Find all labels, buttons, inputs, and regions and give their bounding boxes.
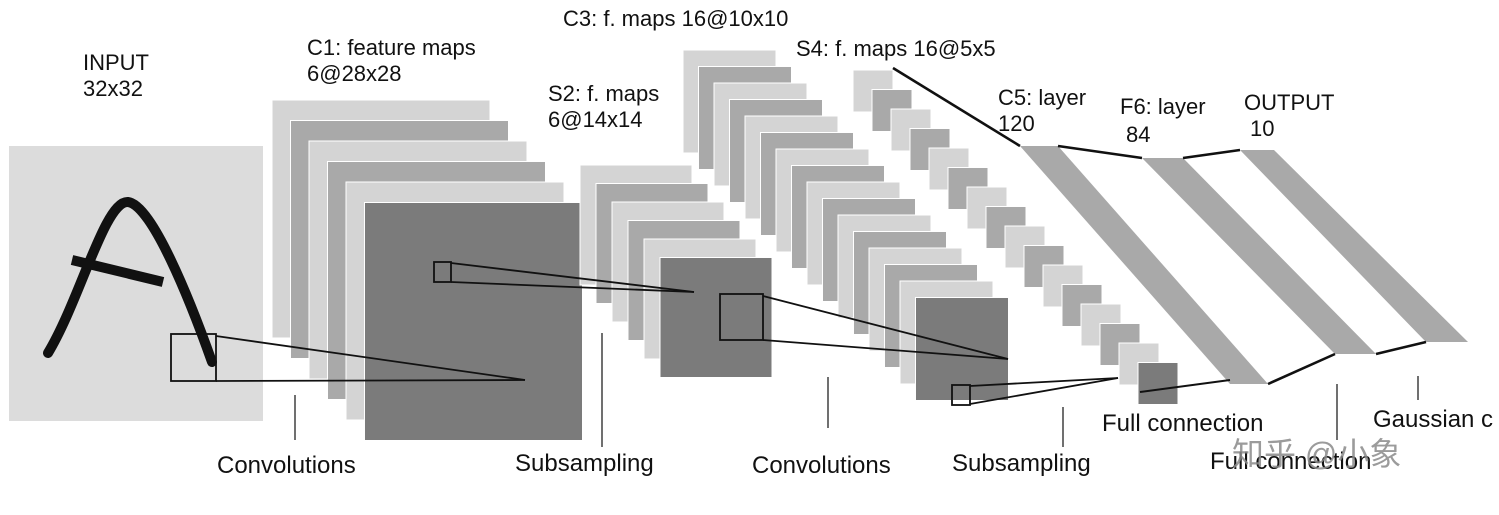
op-full-connection-1: Full connection bbox=[1102, 410, 1264, 437]
c5-title: C5: layer bbox=[998, 85, 1087, 110]
op-gaussian: Gaussian c bbox=[1373, 406, 1494, 433]
op-convolutions-1: Convolutions bbox=[217, 452, 356, 479]
sub2-line-bottom bbox=[969, 377, 1119, 405]
s2-map bbox=[659, 257, 773, 378]
output-size: 10 bbox=[1250, 116, 1275, 141]
sub1-line-top bbox=[450, 262, 695, 293]
input-size: 32x32 bbox=[83, 76, 143, 101]
feature-map-stacks bbox=[9, 49, 1468, 441]
letter-a-crossbar bbox=[70, 255, 165, 287]
c3-map bbox=[915, 297, 1009, 401]
s2-size: 6@14x14 bbox=[548, 107, 643, 132]
f6-band bbox=[1142, 158, 1376, 354]
s2-receptive-field bbox=[719, 293, 764, 341]
f6-title: F6: layer bbox=[1120, 94, 1206, 119]
sub2-line-top bbox=[969, 377, 1119, 387]
input-title: INPUT bbox=[83, 50, 149, 75]
connection-lines bbox=[170, 66, 1427, 447]
op-full-connection-2: Full connection bbox=[1210, 448, 1372, 475]
s4-title: S4: f. maps 16@5x5 bbox=[796, 36, 996, 61]
s2-title: S2: f. maps bbox=[548, 81, 660, 106]
conv2-line-bottom bbox=[762, 339, 1009, 360]
s4-to-c5-bottom bbox=[1139, 379, 1231, 393]
c1-receptive-field bbox=[433, 261, 452, 283]
output-title: OUTPUT bbox=[1244, 90, 1335, 115]
op-subsampling-2: Subsampling bbox=[952, 450, 1091, 477]
c1-title: C1: feature maps bbox=[307, 35, 476, 60]
c5-band bbox=[1020, 146, 1268, 384]
s4-receptive-field bbox=[951, 384, 971, 406]
op-subsampling-1: Subsampling bbox=[515, 450, 654, 477]
f6-to-output-bottom bbox=[1375, 340, 1427, 356]
s4-map bbox=[1137, 362, 1179, 405]
s4-to-c5-line bbox=[892, 66, 1021, 148]
c5-to-f6-bottom bbox=[1267, 352, 1336, 386]
input-image bbox=[9, 146, 263, 421]
f6-size: 84 bbox=[1126, 122, 1151, 147]
op-convolutions-2: Convolutions bbox=[752, 452, 891, 479]
f6-top-edge bbox=[1182, 148, 1241, 160]
c5-size: 120 bbox=[998, 111, 1035, 136]
input-receptive-field bbox=[170, 333, 217, 382]
conv1-line-bottom bbox=[215, 379, 526, 382]
c5-top-edge bbox=[1057, 144, 1143, 160]
output-band bbox=[1240, 150, 1468, 342]
c3-title: C3: f. maps 16@10x10 bbox=[563, 6, 789, 31]
c1-map bbox=[364, 202, 583, 441]
watermark-text: 知乎 @小象 bbox=[1232, 436, 1402, 472]
c1-size: 6@28x28 bbox=[307, 61, 402, 86]
sub1-line-bottom bbox=[450, 281, 695, 293]
conv2-line-top bbox=[762, 295, 1009, 360]
conv1-line-top bbox=[215, 335, 526, 381]
letter-a-stroke bbox=[43, 197, 217, 367]
